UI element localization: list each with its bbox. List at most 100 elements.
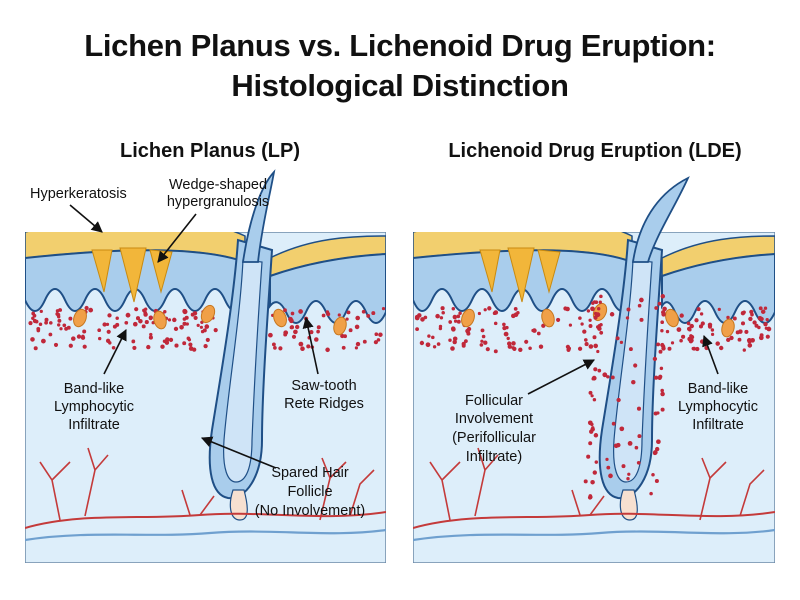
lymphocyte-dot [715,341,720,346]
lymphocyte-dot [381,306,386,311]
lymphocyte-dot [764,326,768,330]
perifollicular-dot [591,301,595,305]
perifollicular-dot [610,375,615,380]
lymphocyte-dot [440,306,445,311]
lymphocyte-dot [538,344,544,349]
lymphocyte-dot [309,330,314,335]
lymphocyte-dot [378,332,383,337]
label-spared-line1: Spared Hair [271,465,349,481]
lymphocyte-dot [131,339,136,344]
lymphocyte-dot [737,337,742,342]
perifollicular-dot [597,326,602,331]
lymphocyte-dot [49,321,53,325]
lymphocyte-dot [438,326,443,331]
lymphocyte-dot [167,318,172,322]
perifollicular-dot [627,472,631,476]
lymphocyte-dot [199,325,203,329]
lymphocyte-dot [686,326,692,331]
lymphocyte-dot [696,307,701,312]
lymphocyte-dot [518,347,523,352]
lymphocyte-dot [289,325,294,330]
lymphocyte-dot [480,339,484,343]
lymphocyte-dot [36,326,41,331]
lde-panel-title: Lichenoid Drug Eruption (LDE) [448,140,742,162]
lymphocyte-dot [481,334,486,339]
lde-perifollicular-infiltrate [583,294,666,500]
lymphocyte-dot [710,332,715,337]
label-sawtooth-line1: Saw-tooth [291,378,356,394]
lymphocyte-dot [354,346,358,350]
lymphocyte-dot [283,332,288,337]
lymphocyte-dot [760,309,766,314]
perifollicular-dot [660,294,666,299]
lymphocyte-dot [583,338,588,342]
label-hyperkeratosis: Hyperkeratosis [30,186,127,202]
lymphocyte-dot [55,312,59,316]
lymphocyte-dot [584,342,589,347]
lymphocyte-dot [532,328,537,333]
lymphocyte-dot [111,346,116,350]
lymphocyte-dot [306,344,311,349]
lymphocyte-dot [188,342,193,347]
arrow-follicular [527,359,595,395]
lymphocyte-dot [102,322,107,327]
lymphocyte-dot [493,349,498,354]
lymphocyte-dot [568,323,573,327]
lymphocyte-dot [144,320,149,325]
lymphocyte-dot [435,313,440,319]
lymphocyte-dot [765,317,769,322]
label-lp-band-line2: Lymphocytic [54,399,134,415]
lymphocyte-dot [165,337,170,342]
lymphocyte-dot [485,347,490,352]
main-title: Lichen Planus vs. Lichenoid Drug Eruptio… [0,26,800,106]
lymphocyte-dot [196,323,200,328]
lde-labels: Follicular Involvement (Perifollicular I… [452,334,758,465]
perifollicular-dot [652,356,658,362]
perifollicular-dot [637,303,642,308]
lymphocyte-dot [148,316,153,321]
lymphocyte-dot [507,344,512,349]
perifollicular-dot [588,390,593,395]
perifollicular-dot [605,457,609,462]
lymphocyte-dot [700,321,705,326]
lymphocyte-dot [182,321,187,326]
lde-hair-follicle-inner [613,259,653,483]
lymphocyte-dot [160,344,165,349]
lymphocyte-dot [503,331,509,337]
lymphocyte-dot [203,343,208,349]
lymphocyte-dot [32,318,37,324]
lymphocyte-dot [419,340,425,346]
perifollicular-dot [586,454,591,459]
lymphocyte-dot [325,310,330,314]
lymphocyte-dot [106,329,111,334]
lymphocyte-dot [293,329,298,335]
lymphocyte-dot [125,312,131,318]
lp-panel [25,232,386,563]
lymphocyte-dot [31,311,36,316]
lymphocyte-dot [528,346,532,351]
lymphocyte-dot [480,328,485,333]
lymphocyte-dot [502,322,506,327]
perifollicular-dot [656,411,660,415]
perifollicular-dot [637,434,642,439]
arrow-sawtooth [302,316,319,375]
lymphocyte-dot [452,339,457,345]
lymphocyte-dot [268,332,273,338]
perifollicular-dot [628,347,633,352]
perifollicular-dot [599,330,604,335]
lymphocyte-dot [691,346,695,351]
perifollicular-dot [654,478,659,484]
perifollicular-dot [592,335,597,340]
lymphocyte-dot [295,324,300,330]
lymphocyte-dot [452,336,458,341]
lymphocyte-dot [596,349,600,354]
lymphocyte-dot [202,328,207,333]
lymphocyte-dot [135,316,141,321]
lymphocyte-dot [30,337,35,342]
perifollicular-dot [609,312,615,317]
lymphocyte-dot [173,326,179,332]
perifollicular-dot [626,477,630,481]
perifollicular-dot [588,495,593,500]
lymphocyte-dot [450,346,455,351]
